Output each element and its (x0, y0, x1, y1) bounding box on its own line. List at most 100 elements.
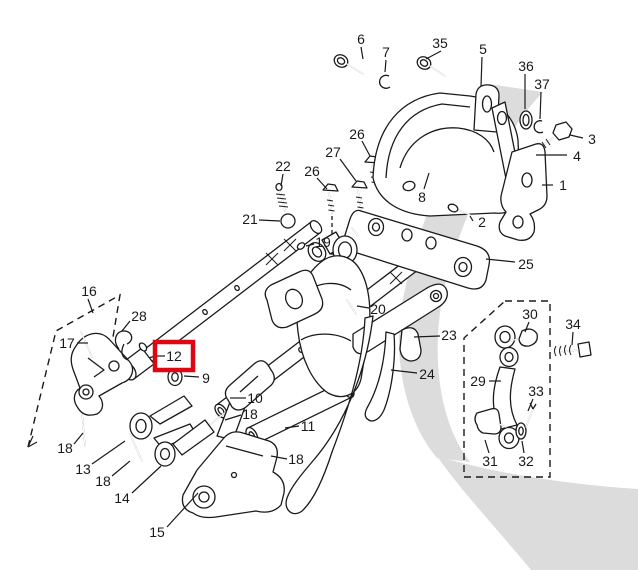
part-label-7[interactable]: 7 (382, 44, 390, 73)
bracket-5 (372, 84, 523, 217)
part-number[interactable]: 14 (114, 490, 130, 506)
dashed-group-left (27, 293, 121, 448)
part-number[interactable]: 6 (357, 31, 365, 47)
part-label-25[interactable]: 25 (485, 256, 534, 272)
part-label-13[interactable]: 13 (75, 440, 126, 477)
part-label-30[interactable]: 30 (522, 306, 538, 333)
part-number[interactable]: 9 (202, 370, 210, 386)
lever-group-16 (70, 330, 134, 416)
part-label-18-2[interactable]: 18 (95, 460, 131, 489)
part-number[interactable]: 19 (315, 234, 331, 250)
part-number[interactable]: 17 (59, 335, 75, 351)
part-number[interactable]: 20 (370, 301, 386, 317)
spring-hook-28 (114, 330, 133, 361)
part-number[interactable]: 35 (432, 35, 448, 51)
part-number[interactable]: 26 (304, 163, 320, 179)
part-number[interactable]: 21 (242, 211, 258, 227)
part-label-18[interactable]: 18 (57, 432, 84, 456)
part-label-32[interactable]: 32 (518, 440, 534, 469)
part-number[interactable]: 36 (518, 58, 534, 74)
leader-line (469, 215, 474, 222)
part-label-18-4[interactable]: 18 (270, 451, 304, 467)
pin-20 (346, 299, 357, 315)
leader-line (284, 425, 300, 429)
part-number[interactable]: 29 (470, 373, 486, 389)
part-number[interactable]: 22 (275, 158, 291, 174)
leader-line (425, 50, 442, 60)
part-number[interactable]: 18 (288, 451, 304, 467)
part-number[interactable]: 4 (573, 148, 581, 164)
part-label-11[interactable]: 11 (284, 418, 316, 434)
part-number[interactable]: 30 (522, 306, 538, 322)
part-label-20[interactable]: 20 (356, 301, 386, 317)
part-label-14[interactable]: 14 (114, 465, 162, 506)
leader-line (131, 465, 162, 494)
part-label-27[interactable]: 27 (325, 144, 357, 182)
leader-line (569, 134, 584, 139)
part-label-1[interactable]: 1 (542, 177, 567, 193)
part-label-26-2[interactable]: 26 (304, 163, 328, 190)
leader-line (305, 243, 315, 247)
part-label-9[interactable]: 9 (183, 370, 210, 386)
part-number[interactable]: 15 (149, 524, 165, 540)
part-label-18-3[interactable]: 18 (224, 406, 258, 422)
part-label-24[interactable]: 24 (390, 366, 435, 382)
leader-line (485, 258, 516, 263)
part-label-31[interactable]: 31 (482, 439, 498, 469)
part-number[interactable]: 13 (75, 461, 91, 477)
part-label-34[interactable]: 34 (565, 316, 581, 346)
part-label-15[interactable]: 15 (149, 492, 199, 540)
part-label-3[interactable]: 3 (569, 131, 596, 147)
part-label-8[interactable]: 8 (418, 172, 430, 205)
part-label-17[interactable]: 17 (59, 335, 88, 351)
leader-line (316, 177, 328, 190)
part-number[interactable]: 18 (95, 473, 111, 489)
part-label-4[interactable]: 4 (536, 148, 581, 164)
part-number[interactable]: 33 (528, 383, 544, 399)
part-number[interactable]: 12 (166, 348, 182, 364)
part-number[interactable]: 7 (382, 44, 390, 60)
o-ring-21 (280, 213, 296, 229)
arm-25 (343, 209, 491, 290)
part-number[interactable]: 23 (441, 327, 457, 343)
part-label-33[interactable]: 33 (527, 383, 544, 412)
part-number[interactable]: 37 (534, 76, 550, 92)
part-label-16[interactable]: 16 (81, 283, 97, 314)
leader-line (111, 460, 131, 477)
part-label-21[interactable]: 21 (242, 211, 281, 227)
part-label-6[interactable]: 6 (357, 31, 365, 60)
part-number[interactable]: 18 (242, 406, 258, 422)
part-number[interactable]: 25 (518, 256, 534, 272)
part-number[interactable]: 1 (559, 177, 567, 193)
part-number[interactable]: 27 (325, 144, 341, 160)
part-label-36[interactable]: 36 (518, 58, 534, 109)
part-label-10[interactable]: 10 (230, 390, 263, 406)
part-number[interactable]: 32 (518, 453, 534, 469)
part-number[interactable]: 16 (81, 283, 97, 299)
part-number[interactable]: 24 (419, 366, 435, 382)
part-label-35[interactable]: 35 (425, 35, 448, 60)
part-label-5[interactable]: 5 (479, 41, 487, 87)
part-number[interactable]: 31 (482, 453, 498, 469)
part-label-19[interactable]: 19 (305, 234, 331, 250)
part-number[interactable]: 8 (418, 189, 426, 205)
part-label-26[interactable]: 26 (349, 126, 371, 157)
part-label-12[interactable]: 12 (148, 339, 196, 373)
part-label-28[interactable]: 28 (121, 308, 147, 332)
part-number[interactable]: 5 (479, 41, 487, 57)
part-number[interactable]: 10 (247, 390, 263, 406)
part-label-23[interactable]: 23 (413, 327, 457, 343)
part-number[interactable]: 2 (478, 214, 486, 230)
part-number[interactable]: 34 (565, 316, 581, 332)
part-label-37[interactable]: 37 (534, 76, 550, 120)
part-number[interactable]: 28 (131, 308, 147, 324)
part-number[interactable]: 3 (588, 131, 596, 147)
part-label-22[interactable]: 22 (275, 158, 291, 187)
part-label-2[interactable]: 2 (469, 214, 486, 230)
part-label-29[interactable]: 29 (470, 373, 501, 389)
linkage-29 (492, 325, 520, 450)
bolt-35 (416, 56, 446, 77)
part-number[interactable]: 11 (301, 418, 316, 434)
part-number[interactable]: 18 (57, 440, 73, 456)
part-number[interactable]: 26 (349, 126, 365, 142)
